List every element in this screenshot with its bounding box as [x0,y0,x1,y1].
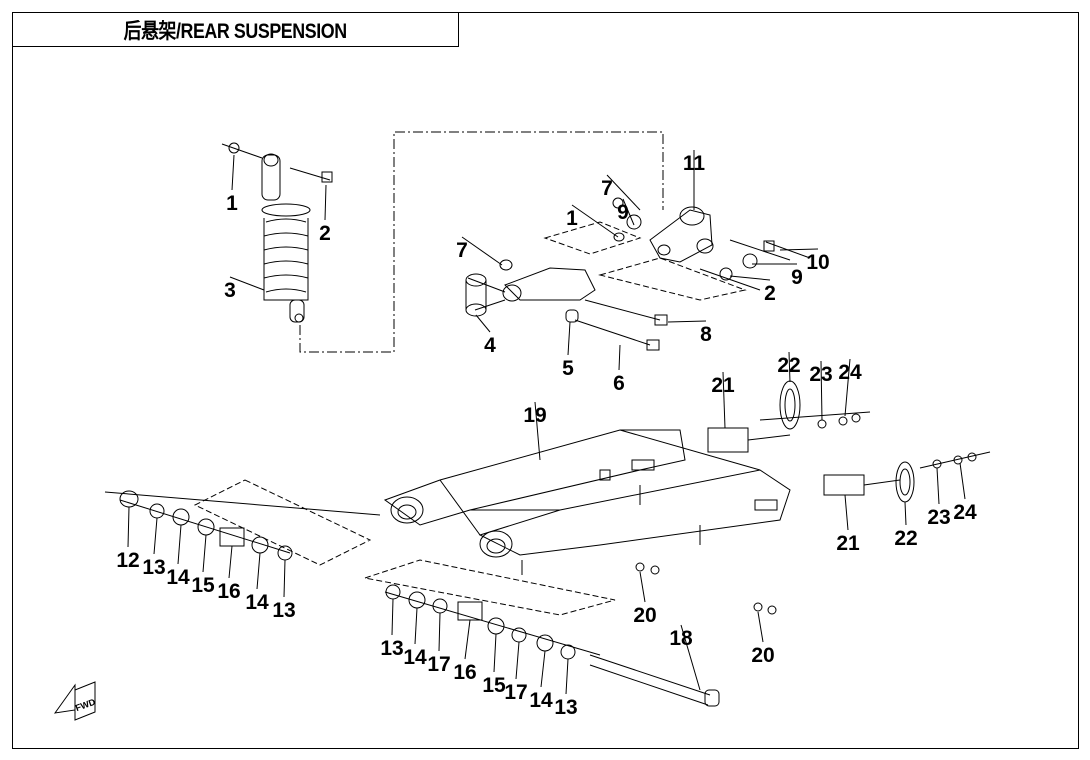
callout-number-13: 13 [380,637,403,660]
callout-number-5: 5 [562,357,574,380]
callout-number-3: 3 [224,279,236,302]
callout-leader-line [127,506,130,548]
callout-leader-line [571,204,619,238]
callout-number-20: 20 [633,604,656,627]
callout-leader-line [667,320,707,323]
callout-leader-line [639,571,646,603]
callout-number-7: 7 [601,177,613,200]
callout-number-11: 11 [683,152,706,175]
callout-leader-line [788,351,791,383]
callout-number-16: 16 [453,661,476,684]
callout-leader-line [936,467,940,505]
callout-leader-line [606,174,641,211]
connecting-link [465,259,668,351]
callout-number-14: 14 [166,566,190,589]
assembly-guide-line [299,131,664,353]
shock-absorber [221,142,333,323]
callout-leader-line [153,517,158,555]
callout-number-23: 23 [809,363,832,386]
callout-number-24: 24 [838,361,862,384]
callout-leader-line [229,276,265,291]
callout-leader-line [414,607,418,645]
callout-number-7: 7 [456,239,468,262]
callout-leader-line [844,358,851,417]
callout-number-24: 24 [953,501,977,524]
callout-leader-line [202,534,207,573]
callout-leader-line [729,275,771,281]
callout-number-22: 22 [777,354,800,377]
callout-leader-line [622,198,635,226]
callout-leader-line [391,598,394,636]
callout-leader-line [256,552,261,590]
callout-number-22: 22 [894,527,917,550]
callout-leader-line [515,641,520,680]
callout-number-15: 15 [191,574,215,597]
callout-leader-line [904,501,907,526]
callout-number-21: 21 [836,532,860,555]
callout-leader-line [680,624,701,691]
rocker-arm-linkage [543,197,811,301]
callout-leader-line [757,611,764,643]
title-box: 后悬架/REAR SUSPENSION [12,12,459,47]
callout-number-1: 1 [566,207,578,230]
callout-leader-line [722,371,726,429]
callout-number-16: 16 [217,580,240,603]
callout-number-21: 21 [711,374,735,397]
callout-leader-line [534,401,541,461]
callout-leader-line [475,314,491,333]
diagram-frame [12,12,1079,749]
callout-leader-line [228,545,233,579]
callout-number-14: 14 [403,646,427,669]
callout-leader-line [324,184,327,221]
callout-leader-line [177,524,182,565]
callout-number-1: 1 [226,192,238,215]
callout-leader-line [461,236,503,266]
callout-leader-line [779,248,819,251]
callout-number-17: 17 [504,681,527,704]
callout-leader-line [438,612,441,652]
callout-leader-line [565,658,569,695]
diagram-title: 后悬架/REAR SUSPENSION [123,19,348,43]
callout-number-19: 19 [523,404,546,427]
callout-leader-line [820,360,823,421]
callout-number-13: 13 [554,696,577,719]
callout-number-15: 15 [482,674,506,697]
callout-leader-line [283,559,286,598]
callout-leader-line [493,633,497,673]
callout-leader-line [231,154,235,191]
chain-adjusters [707,380,991,503]
callout-leader-line [464,619,471,660]
callout-number-12: 12 [116,549,139,572]
swingarm [383,429,791,575]
callout-number-14: 14 [529,689,553,712]
callout-number-6: 6 [613,372,625,395]
svg-text:FWD: FWD [74,697,97,714]
callout-leader-line [959,462,966,500]
callout-number-2: 2 [319,222,331,245]
callout-leader-line [618,344,621,371]
forward-direction-arrow-icon: FWD [53,681,97,721]
callout-number-13: 13 [142,556,165,579]
callout-leader-line [567,321,571,356]
callout-number-8: 8 [700,323,712,346]
callout-leader-line [540,650,546,688]
callout-number-18: 18 [669,627,693,650]
callout-number-9: 9 [617,201,629,224]
callout-number-13: 13 [272,599,295,622]
callout-number-23: 23 [927,506,950,529]
callout-leader-line [844,494,849,531]
callout-number-2: 2 [764,282,776,305]
callout-number-9: 9 [791,266,803,289]
callout-number-20: 20 [751,644,774,667]
callout-number-14: 14 [245,591,269,614]
callout-number-4: 4 [484,334,496,357]
callout-number-17: 17 [427,653,450,676]
callout-number-10: 10 [806,251,829,274]
